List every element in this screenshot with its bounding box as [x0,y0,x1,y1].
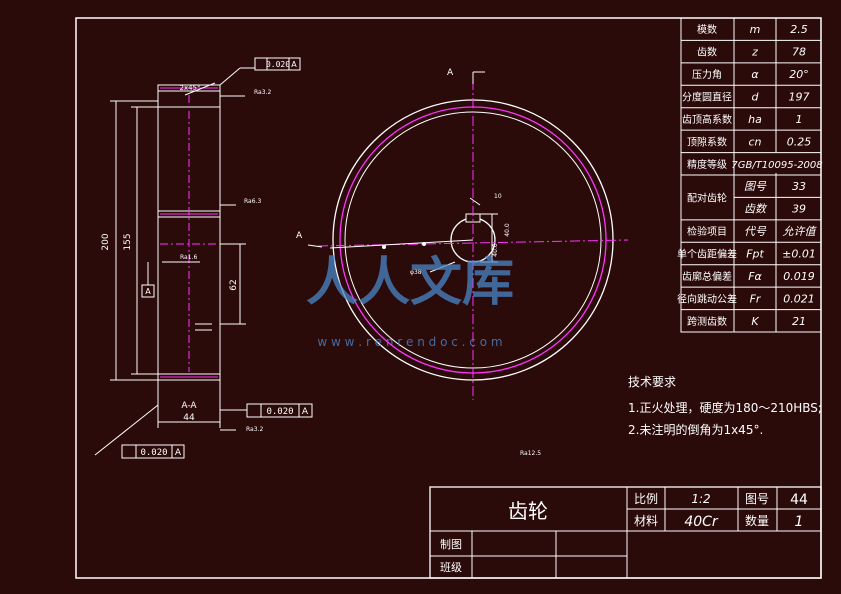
param-name-7: 配对齿轮 [687,191,727,204]
ra32-top: Ra3.2 [254,89,271,96]
ra32-bottom: Ra3.2 [246,426,263,433]
notes-title: 技术要求 [628,375,676,389]
param-symbol-13: K [751,315,759,328]
tb-material-label: 材料 [634,514,658,528]
tol-datum-3: A [175,448,182,458]
gear-side-view [94,57,313,459]
param-symbol-8: 齿数 [744,203,768,216]
param-symbol-9: 代号 [744,225,767,238]
param-name-4: 齿顶高系数 [682,113,732,126]
tol-value-1: 0.020 [266,60,290,69]
tb-drawing-no-label: 图号 [745,492,769,506]
param-symbol-7: 图号 [744,180,767,193]
param-value-4: 1 [796,113,803,126]
keyway-width: 10 [494,193,502,200]
param-value-9: 允许值 [783,225,818,238]
param-symbol-11: Fα [748,270,762,283]
param-name-2: 压力角 [692,68,722,81]
param-name-12: 径向跳动公差 [677,292,737,305]
param-value-3: 197 [789,91,810,104]
title-block [429,486,822,579]
tol-value-3: 0.020 [140,448,167,458]
param-value-2: 20° [789,68,809,81]
dim-62: 62 [229,279,239,290]
param-name-5: 顶隙系数 [687,135,727,148]
param-name-9: 检验项目 [687,225,727,238]
dim-200: 200 [101,233,111,250]
ra63: Ra6.3 [244,198,261,205]
tb-checked-label: 班级 [440,561,462,574]
param-symbol-10: Fpt [746,248,764,261]
param-name-6: 精度等级 [687,158,727,171]
param-symbol-0: m [750,23,761,36]
chamfer-label: 2x45° [179,84,200,92]
ra16: Ra1.6 [180,254,197,261]
param-symbol-1: z [751,46,758,59]
param-name-3: 分度圆直径 [682,91,732,104]
section-label: A-A [181,401,197,411]
watermark-url: w w w . r e n r e n d o c . c o m [317,335,502,349]
section-mark-top: A [447,68,454,78]
tb-material-value: 40Cr [684,514,719,530]
param-symbol-2: α [751,68,759,81]
dim-155: 155 [123,233,133,250]
param-value-13: 21 [792,315,806,328]
param-name-11: 齿廓总偏差 [682,270,732,283]
tb-scale-label: 比例 [634,492,658,506]
dim-44: 44 [183,413,195,423]
tb-drawing-no-value: 44 [790,492,808,508]
tb-part-name: 齿轮 [508,499,548,523]
tol-value-2: 0.020 [266,407,293,417]
ra125: Ra12.5 [520,450,541,457]
tol-datum-1: A [291,60,297,69]
keyway-depth: 40.0 [504,223,511,237]
param-value-11: 0.019 [783,270,815,283]
param-symbol-4: ha [748,113,762,126]
section-mark-left: A [296,231,303,241]
param-symbol-3: d [752,91,760,104]
notes-line-2: 2.未注明的倒角为1x45°. [628,422,763,437]
param-name-0: 模数 [697,23,717,36]
param-name-13: 跨测齿数 [687,315,727,328]
datum-a-box-label: A [145,287,151,296]
gear-front-view [307,71,629,400]
notes-line-1: 1.正火处理，硬度为180～210HBS; [628,400,822,415]
parameter-table: 模数 m 2.5 齿数 z 78 压力角 α 20° 分度圆直径 d 197 齿顶高系数 ha 1 顶隙系数 c… [677,17,823,333]
param-value-6: 7GB/T10095-2008 [731,160,822,171]
param-name-1: 齿数 [697,46,717,59]
tb-scale-value: 1:2 [691,492,710,506]
tb-qty-value: 1 [795,514,804,530]
param-value-12: 0.021 [783,292,815,305]
param-name-10: 单个齿距偏差 [677,248,737,261]
param-value-1: 78 [792,46,806,59]
param-value-7: 33 [792,180,806,193]
tb-drawn-label: 制图 [440,538,462,551]
param-value-5: 0.25 [787,135,812,148]
keyway-depth-2: 40.0 [492,243,499,257]
param-value-8: 39 [792,203,806,216]
param-symbol-5: cn [748,135,761,148]
param-value-10: ±0.01 [782,248,816,261]
tol-datum-2: A [302,407,309,417]
watermark-logo: 人人文库 [306,253,514,313]
param-symbol-12: Fr [750,292,762,305]
bore-label: φ38 [410,269,422,276]
param-value-0: 2.5 [790,23,808,36]
tb-qty-label: 数量 [745,513,769,528]
